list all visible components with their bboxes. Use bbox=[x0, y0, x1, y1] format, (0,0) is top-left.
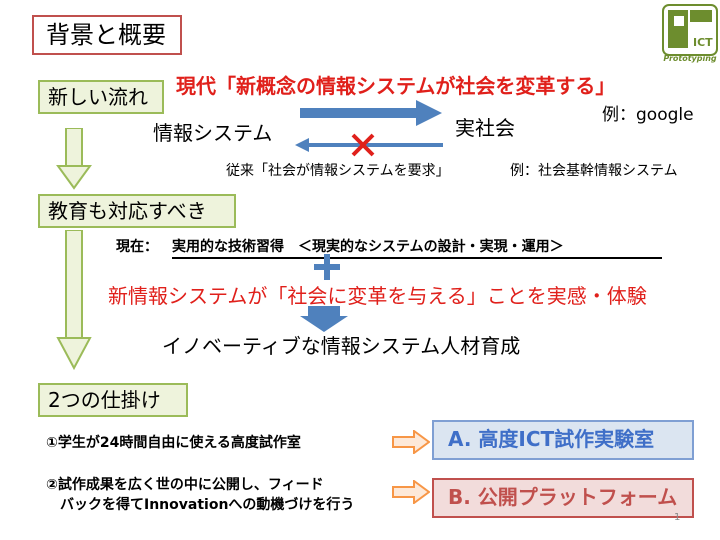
current-label: 現在： bbox=[116, 239, 158, 255]
tag-education: 教育も対応すべき bbox=[38, 194, 236, 228]
tag-new-trend: 新しい流れ bbox=[38, 80, 164, 114]
logo-text: ICT bbox=[693, 36, 713, 49]
box-prototype-lab: A. 高度ICT試作実験室 bbox=[432, 420, 694, 460]
logo-icon: ICT bbox=[662, 4, 718, 56]
arrow-right-icon bbox=[300, 100, 442, 126]
result-talent: イノベーティブな情報システム人材育成 bbox=[162, 334, 521, 358]
headline-modern: 現代「新概念の情報システムが社会を変革する」 bbox=[176, 74, 616, 98]
old-relation: 従来「社会が情報システムを要求」 bbox=[226, 163, 450, 179]
mechanism-2-line1: ②試作成果を広く世の中に公開し、フィード bbox=[46, 477, 324, 493]
down-arrow-icon-2 bbox=[56, 230, 92, 370]
tag-two-mechanisms: 2つの仕掛け bbox=[38, 383, 188, 417]
logo-subtitle: Prototyping bbox=[663, 54, 717, 63]
ict-logo: ICT Prototyping bbox=[662, 4, 718, 66]
page-number: 1 bbox=[674, 512, 681, 523]
orange-arrow-icon-1 bbox=[392, 430, 430, 454]
current-detail: 実用的な技術習得 ＜現実的なシステムの設計・実現・運用＞ bbox=[172, 236, 662, 259]
box-public-platform: B. 公開プラットフォーム bbox=[432, 478, 694, 518]
new-goal: 新情報システムが「社会に変革を与える」ことを実感・体験 bbox=[108, 284, 647, 308]
mechanism-2-line2: バックを得てInnovationへの動機づけを行う bbox=[60, 497, 355, 513]
example-infrastructure: 例：社会基幹情報システム bbox=[510, 163, 678, 179]
mechanism-1-text: ①学生が24時間自由に使える高度試作室 bbox=[46, 435, 301, 451]
arrow-left-icon bbox=[295, 138, 443, 152]
cross-icon bbox=[351, 133, 375, 157]
page-title: 背景と概要 bbox=[32, 15, 182, 55]
term-real-society: 実社会 bbox=[455, 116, 515, 140]
blue-down-arrow-icon bbox=[300, 306, 348, 332]
down-arrow-icon-1 bbox=[56, 128, 92, 190]
example-google: 例：google bbox=[602, 105, 694, 125]
term-information-system: 情報システム bbox=[153, 121, 273, 145]
plus-icon bbox=[314, 254, 340, 280]
orange-arrow-icon-2 bbox=[392, 480, 430, 504]
